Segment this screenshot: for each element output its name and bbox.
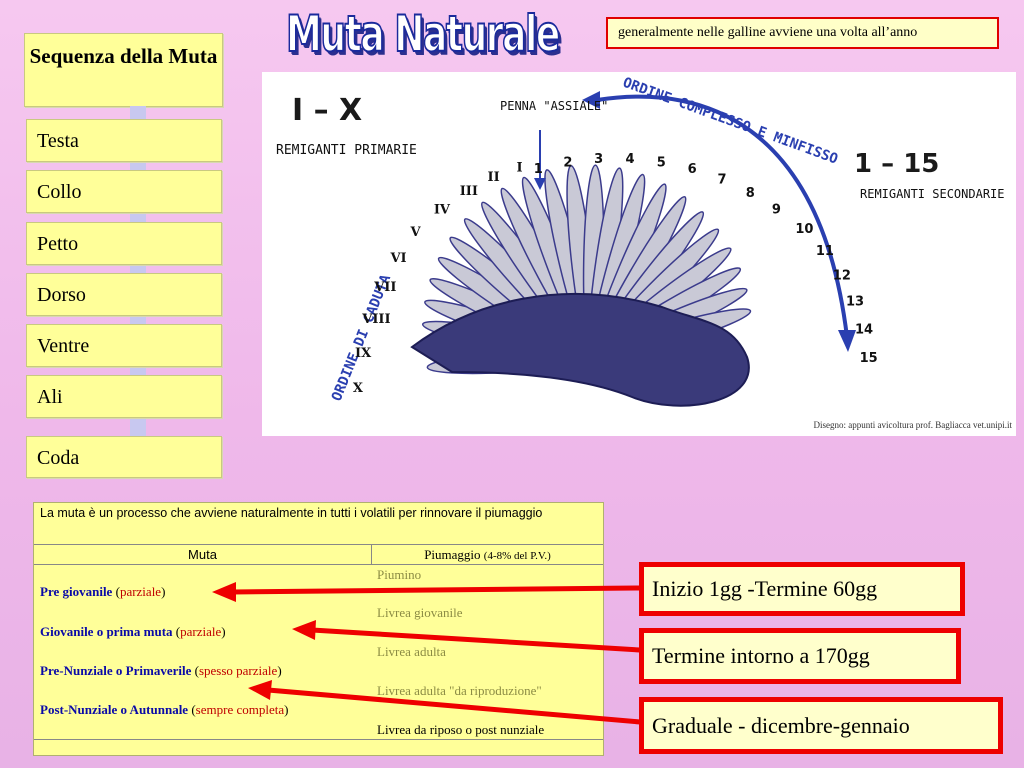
plumage-item: Livrea giovanile: [377, 605, 463, 620]
header-piumaggio: Piumaggio (4-8% del P.V.): [372, 545, 603, 564]
sequence-heading: Sequenza della Muta: [24, 33, 223, 107]
table-header-row: Muta Piumaggio (4-8% del P.V.): [34, 544, 603, 565]
callout-box-1: Inizio 1gg -Termine 60gg: [639, 562, 965, 616]
complex-order-arrowhead-down: [838, 330, 856, 352]
molt-row: Giovanile o prima muta (parziale): [40, 624, 226, 639]
plumage-item: Livrea da riposo o post nunziale: [377, 722, 545, 737]
primary-numeral: IX: [355, 346, 372, 361]
secondary-number: 2: [563, 155, 572, 170]
sequence-item-coda: Coda: [26, 436, 222, 478]
primary-numeral: X: [353, 381, 364, 396]
header-piumaggio-note: (4-8% del P.V.): [483, 550, 551, 562]
secondary-number: 11: [816, 244, 834, 259]
secondary-number: 15: [860, 351, 878, 366]
sequence-item-ali: Ali: [26, 375, 222, 418]
plumage-item: Livrea adulta: [377, 644, 446, 659]
label-axial: PENNA "ASSIALE": [500, 99, 608, 113]
label-primaries-name: REMIGANTI PRIMARIE: [276, 143, 417, 158]
primary-numeral: II: [488, 170, 500, 185]
secondary-number: 8: [746, 186, 755, 201]
sequence-item-petto: Petto: [26, 222, 222, 265]
header-muta: Muta: [34, 545, 372, 564]
primary-numeral: VII: [373, 280, 396, 295]
secondary-number: 10: [795, 222, 813, 237]
wing-base: [410, 292, 750, 407]
primary-numeral: IV: [434, 202, 451, 217]
drawing-credit: Disegno: appunti avicoltura prof. Baglia…: [813, 420, 1012, 430]
secondary-number: 12: [833, 268, 851, 283]
primary-numeral: V: [410, 225, 422, 240]
primary-numeral: VI: [389, 251, 406, 266]
molt-table: La muta è un processo che avviene natura…: [33, 502, 604, 756]
sequence-item-dorso: Dorso: [26, 273, 222, 316]
table-intro: La muta è un processo che avviene natura…: [40, 506, 543, 520]
plumage-item: Piumino: [377, 567, 422, 582]
sequence-item-ventre: Ventre: [26, 324, 222, 367]
note-box: generalmente nelle galline avviene una v…: [606, 17, 999, 49]
primary-numeral: III: [460, 184, 478, 199]
secondary-number: 4: [625, 152, 634, 167]
label-secondaries-name: REMIGANTI SECONDARIE: [860, 187, 1005, 201]
complex-order-arrowhead-left: [582, 91, 600, 109]
secondary-number: 1: [534, 162, 543, 177]
primary-numeral: I: [517, 160, 523, 175]
sequence-item-collo: Collo: [26, 170, 222, 213]
plumage-item: Livrea adulta "da riproduzione": [377, 683, 542, 698]
secondary-number: 6: [688, 162, 697, 177]
callout-box-2: Termine intorno a 170gg: [639, 628, 961, 684]
molt-row: Pre giovanile (parziale): [40, 584, 166, 599]
secondary-number: 3: [594, 152, 603, 167]
secondary-number: 5: [657, 155, 666, 170]
secondary-number: 9: [772, 202, 781, 217]
label-secondaries-range: 1 – 15: [854, 149, 939, 179]
secondary-number: 13: [846, 295, 864, 310]
label-complex-order: ORDINE COMPLESSO E MINFISSO: [621, 75, 840, 168]
wing-drawing: I – X REMIGANTI PRIMARIE PENNA "ASSIALE"…: [262, 72, 1016, 436]
molt-row: Pre-Nunziale o Primaverile (spesso parzi…: [40, 663, 282, 678]
sequence-item-testa: Testa: [26, 119, 222, 162]
axial-pointer-head: [534, 178, 546, 190]
table-bottom-rule: [34, 739, 603, 740]
secondary-number: 7: [717, 172, 726, 187]
complex-order-arc: [596, 94, 849, 338]
callout-box-3: Graduale - dicembre-gennaio: [639, 697, 1003, 754]
molt-row: Post-Nunziale o Autunnale (sempre comple…: [40, 702, 289, 717]
primary-numeral: VIII: [361, 312, 390, 327]
page-title: Muta Naturale: [285, 4, 561, 64]
wing-illustration: I – X REMIGANTI PRIMARIE PENNA "ASSIALE"…: [276, 75, 1005, 407]
header-piumaggio-label: Piumaggio: [424, 547, 481, 562]
secondary-number: 14: [855, 322, 873, 337]
label-primaries-range: I – X: [292, 93, 362, 128]
